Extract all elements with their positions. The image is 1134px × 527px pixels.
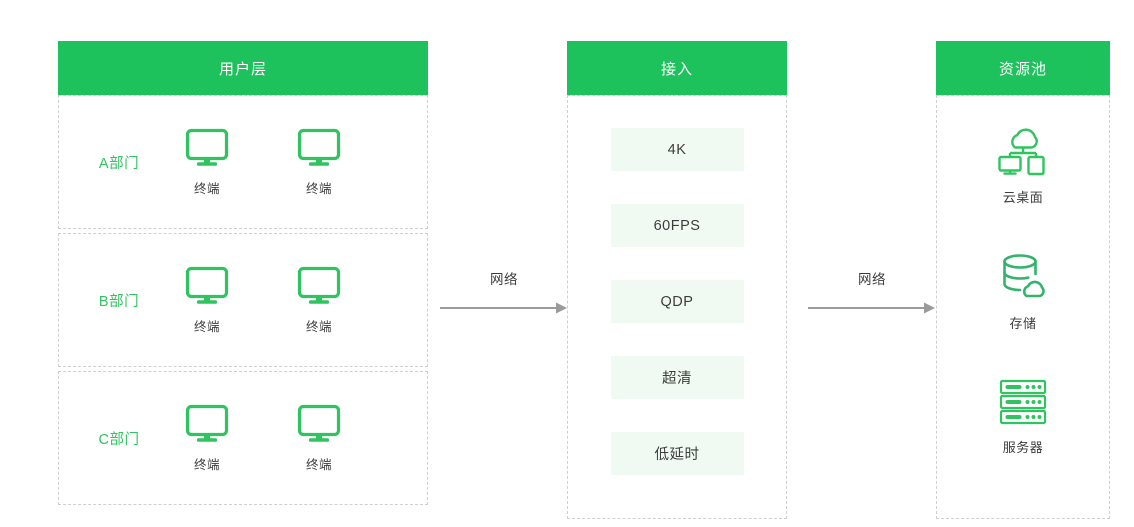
terminal-group-c: 终端 终端	[179, 404, 347, 473]
server-rack-icon	[996, 379, 1050, 430]
terminal-label: 终端	[305, 319, 332, 334]
department-label-a: A部门	[98, 155, 140, 172]
resource-list: 云桌面 存储	[936, 95, 1110, 519]
monitor-icon	[185, 404, 229, 448]
terminal-label: 终端	[193, 319, 220, 334]
monitor-icon	[185, 266, 229, 310]
terminal-label: 终端	[305, 457, 332, 472]
terminal-item: 终端	[291, 404, 347, 473]
resource-item-server: 服务器	[963, 378, 1083, 456]
terminal-label: 终端	[193, 181, 220, 196]
terminal-item: 终端	[291, 266, 347, 335]
capability-pill-qdp: QDP	[610, 280, 744, 323]
monitor-icon	[185, 128, 229, 172]
resource-label: 云桌面	[1002, 190, 1044, 205]
terminal-item: 终端	[179, 128, 235, 197]
resource-label: 服务器	[1002, 440, 1044, 455]
department-label-b: B部门	[98, 293, 140, 310]
monitor-icon	[297, 404, 341, 448]
connector-label: 网络	[858, 272, 886, 287]
resource-item-cloud-desktop: 云桌面	[963, 126, 1083, 206]
department-row-b: B部门 终端	[58, 233, 428, 367]
terminal-label: 终端	[193, 457, 220, 472]
arrow-right-icon	[808, 302, 935, 314]
resource-label: 存储	[1009, 316, 1037, 331]
terminal-item: 终端	[179, 404, 235, 473]
resource-item-storage: 存储	[963, 252, 1083, 332]
cloud-desktop-icon	[996, 128, 1050, 180]
department-row-c: C部门 终端	[58, 371, 428, 505]
terminal-group-a: 终端 终端	[179, 128, 347, 197]
resource-pool-header: 资源池	[936, 41, 1110, 95]
access-layer-column: 接入 4K 60FPS QDP 超清 低延时	[567, 41, 787, 519]
resource-pool-column: 资源池 云桌面	[936, 41, 1110, 519]
department-label-c: C部门	[98, 431, 140, 448]
terminal-group-b: 终端 终端	[179, 266, 347, 335]
department-row-a: A部门 终端	[58, 95, 428, 229]
terminal-label: 终端	[305, 181, 332, 196]
access-layer-header: 接入	[567, 41, 787, 95]
capability-pill-60fps: 60FPS	[610, 204, 744, 247]
access-capability-list: 4K 60FPS QDP 超清 低延时	[567, 95, 787, 519]
user-layer-header: 用户层	[58, 41, 428, 95]
cloud-storage-icon	[996, 254, 1050, 306]
terminal-item: 终端	[291, 128, 347, 197]
monitor-icon	[297, 128, 341, 172]
capability-pill-4k: 4K	[610, 128, 744, 171]
arrow-right-icon	[440, 302, 567, 314]
monitor-icon	[297, 266, 341, 310]
capability-pill-ultra-hd: 超清	[610, 356, 744, 399]
capability-pill-low-latency: 低延时	[610, 432, 744, 475]
connector-label: 网络	[490, 272, 518, 287]
user-layer-column: 用户层 A部门 终端	[58, 41, 428, 505]
terminal-item: 终端	[179, 266, 235, 335]
